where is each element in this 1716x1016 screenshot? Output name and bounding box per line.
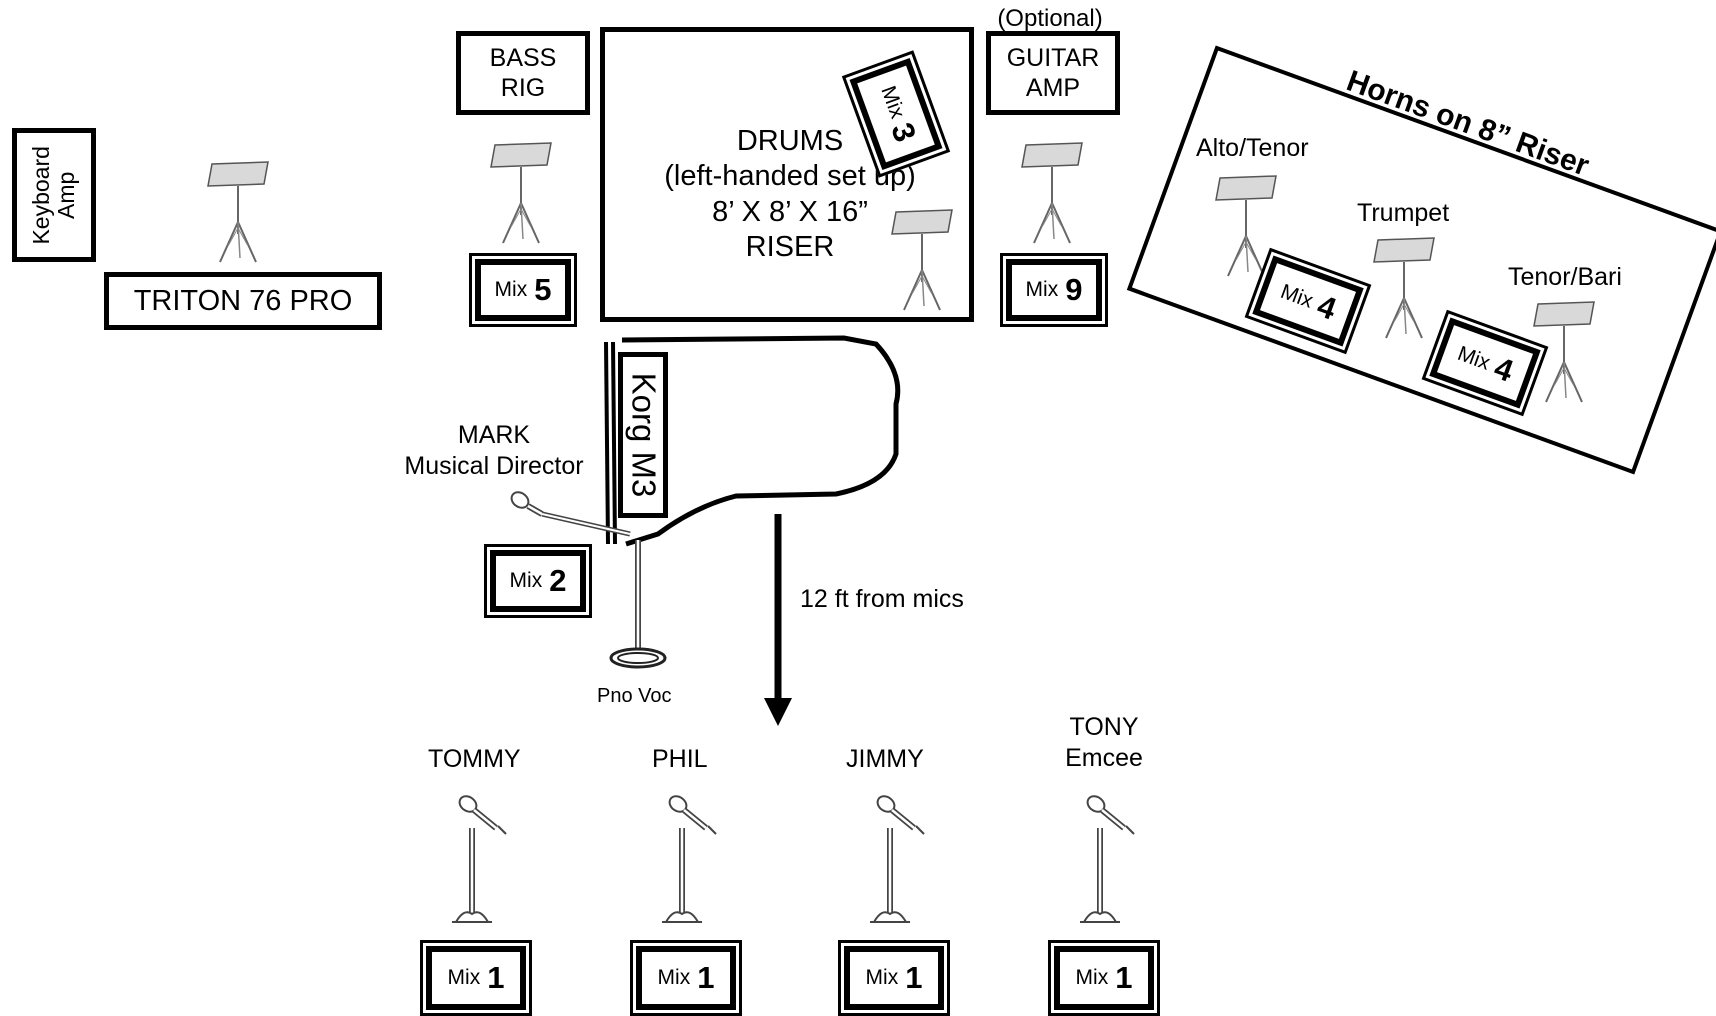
mark-label: MARK Musical Director xyxy=(394,420,594,481)
music-stand-icon xyxy=(1021,142,1083,244)
vocal-mic-icon xyxy=(1080,788,1140,928)
horn-tenor-bari-label: Tenor/Bari xyxy=(1508,263,1622,291)
triton-keyboard-box: TRITON 76 PRO xyxy=(104,272,382,330)
singer-jimmy-label: JIMMY xyxy=(846,745,924,773)
korg-m3-box: Korg M3 xyxy=(618,352,668,518)
singer-phil-label: PHIL xyxy=(652,745,708,773)
music-stand-icon xyxy=(1373,237,1435,339)
bass-rig-box: BASS RIG xyxy=(456,31,590,115)
music-stand-icon xyxy=(207,161,269,263)
horn-trumpet-label: Trumpet xyxy=(1357,199,1450,227)
distance-label: 12 ft from mics xyxy=(800,585,964,613)
music-stand-icon xyxy=(891,209,953,311)
mark-mic-icon xyxy=(510,491,631,537)
vocal-mic-icon xyxy=(662,788,722,928)
triton-label: TRITON 76 PRO xyxy=(133,284,353,317)
piano-outline xyxy=(604,335,901,547)
horn-alto-tenor-label: Alto/Tenor xyxy=(1196,134,1309,162)
korg-m3-label: Korg M3 xyxy=(625,372,662,498)
music-stand-icon xyxy=(490,142,552,244)
keyboard-amp-box: Keyboard Amp xyxy=(12,128,96,262)
pno-voc-mic-stand-icon xyxy=(609,540,667,669)
distance-arrow xyxy=(764,514,792,726)
singer-tony-label: TONY Emcee xyxy=(1059,712,1149,773)
drums-label: DRUMS (left-handed set up) 8’ X 8’ X 16”… xyxy=(640,124,940,266)
drums-line4: RISER xyxy=(745,231,835,264)
bass-rig-line2: RIG xyxy=(500,74,546,102)
drums-line3: 8’ X 8’ X 16” xyxy=(712,195,868,228)
guitar-optional-label: (Optional) xyxy=(997,5,1103,32)
guitar-amp-line2: AMP xyxy=(1025,74,1081,102)
mark-name: MARK xyxy=(457,421,531,449)
vocal-mic-icon xyxy=(452,788,512,928)
guitar-amp-line1: GUITAR xyxy=(1006,44,1100,72)
pno-voc-label: Pno Voc xyxy=(597,685,672,707)
drums-riser xyxy=(600,27,974,322)
drums-line1: DRUMS xyxy=(736,125,844,157)
guitar-amp-box: GUITAR AMP xyxy=(986,31,1120,115)
mark-role: Musical Director xyxy=(404,451,584,480)
singer-tony-name: TONY xyxy=(1069,713,1139,741)
bass-rig-line1: BASS xyxy=(489,44,557,72)
singer-tommy-label: TOMMY xyxy=(428,745,521,773)
keyboard-amp-label: Keyboard Amp xyxy=(27,145,79,245)
singer-tony-role: Emcee xyxy=(1065,743,1143,772)
vocal-mic-icon xyxy=(870,788,930,928)
